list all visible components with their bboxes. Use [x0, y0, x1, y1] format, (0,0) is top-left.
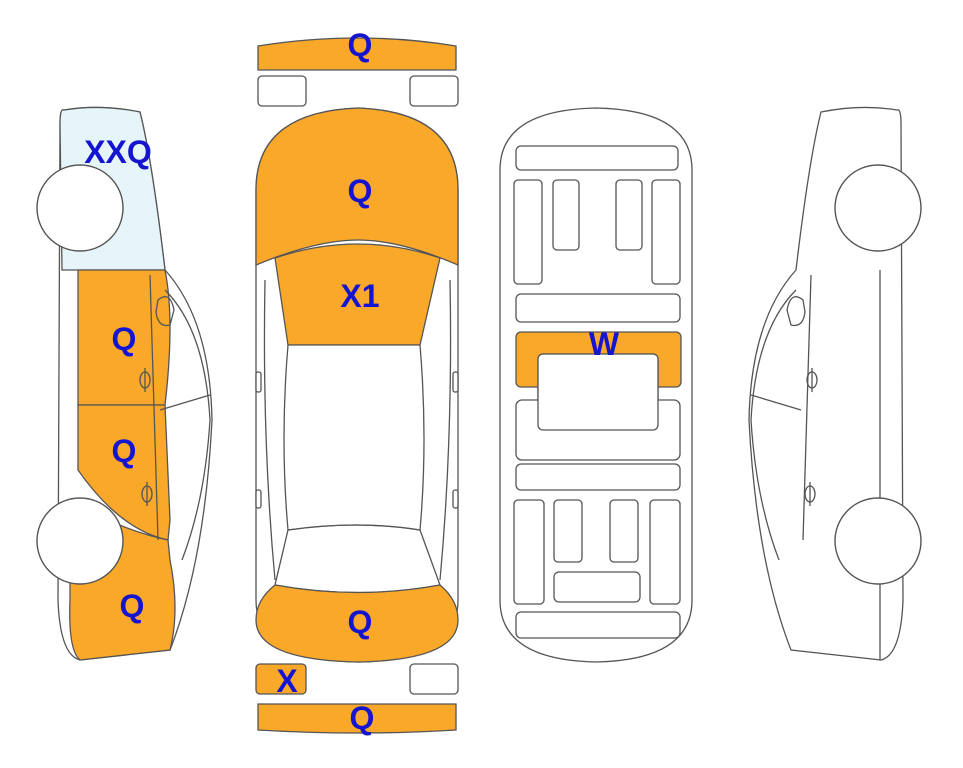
top-view: Q Q X1 Q X Q: [255, 27, 459, 736]
right-front-wheel: [834, 164, 922, 252]
top-left-side-line: [263, 279, 276, 581]
left-side-window-line: [164, 289, 211, 561]
underbody-front-rail-left: [513, 179, 543, 285]
left-side-door-line: [149, 274, 159, 541]
top-right-side-line: [439, 279, 452, 581]
left-rear-wheel: [36, 497, 124, 585]
trunk-code: Q: [348, 604, 373, 640]
right-rear-door-handle: [804, 482, 816, 506]
underbody-view: W: [499, 107, 693, 663]
mirror-left-top: [255, 371, 262, 393]
rear-lamp-left-panel[interactable]: [255, 663, 307, 695]
underbody-spare-tire-well: [553, 571, 641, 603]
rear-mirror-right-top: [452, 489, 459, 509]
underbody-front-rail-right: [651, 179, 681, 285]
underbody-rear-inner-left: [553, 499, 583, 563]
right-side-belt-line: [750, 394, 802, 411]
windshield-panel[interactable]: [274, 243, 441, 346]
underbody-rear-rail-right: [649, 499, 681, 605]
right-rear-wheel: [834, 497, 922, 585]
hood-code: Q: [348, 173, 373, 209]
underbody-rear-inner-right: [609, 499, 639, 563]
rear-bumper-code: Q: [350, 700, 375, 736]
left-side-mirror: [155, 296, 175, 327]
left-front-wheel: [36, 164, 124, 252]
left-rear-quarter-code: Q: [120, 588, 145, 624]
underbody-front-floor: [515, 293, 681, 323]
left-front-door-code: Q: [112, 321, 137, 357]
headlamp-left: [257, 75, 307, 107]
mirror-right-top: [452, 371, 459, 393]
left-side-view: XXQ Q Q Q: [36, 106, 213, 661]
left-rear-door-panel[interactable]: [77, 404, 171, 541]
rear-mirror-left-top: [255, 489, 262, 509]
underbody-front-inner-left: [552, 179, 580, 251]
underbody-front-crossmember: [515, 145, 679, 171]
underbody-rear-rail-left: [513, 499, 545, 605]
left-front-door-handle: [139, 368, 151, 392]
left-rear-door-code: Q: [112, 433, 137, 469]
right-side-window-line: [750, 289, 797, 561]
hood-panel[interactable]: [255, 107, 459, 266]
left-rear-door-handle: [141, 482, 153, 506]
front-bumper-code: Q: [348, 27, 373, 63]
right-side-view: [748, 106, 922, 661]
underbody-center-plate-top: [537, 353, 659, 431]
right-front-door-handle: [806, 368, 818, 392]
roof: [283, 344, 425, 531]
headlamp-right: [409, 75, 459, 107]
right-side-mirror: [786, 296, 806, 327]
rear-bumper-panel[interactable]: [257, 703, 457, 734]
left-front-fender-glass-code: XXQ: [84, 134, 152, 170]
trunk-panel[interactable]: [255, 584, 459, 663]
rear-lamp-right: [409, 663, 459, 695]
underbody-rear-panel: [515, 611, 681, 639]
underbody-front-inner-right: [615, 179, 643, 251]
rear-lamp-left-code: X: [276, 663, 298, 699]
front-bumper-panel[interactable]: [257, 37, 457, 71]
left-side-belt-line: [159, 394, 211, 411]
underbody-center-code: W: [589, 326, 620, 362]
underbody-rear-crossmember: [515, 463, 681, 491]
windshield-code: X1: [340, 278, 379, 314]
right-side-door-line: [802, 274, 812, 541]
